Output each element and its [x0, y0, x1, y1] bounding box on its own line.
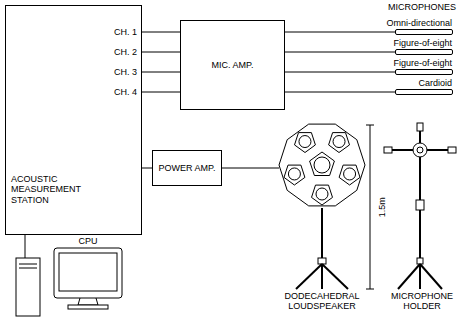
line-art	[417, 123, 423, 131]
line-art	[299, 136, 311, 148]
line-art	[366, 125, 374, 126]
line-art	[321, 264, 323, 289]
line-art	[417, 147, 423, 153]
line-art	[78, 298, 98, 305]
channel-label: CH. 4	[114, 87, 137, 97]
line-art	[370, 125, 371, 289]
box-label: POWER AMP.	[159, 163, 216, 173]
line-art	[419, 264, 421, 289]
line-art	[322, 264, 348, 289]
microphone-label: Figure-of-eight	[393, 38, 452, 48]
microphone-body: Figure-of-eight	[395, 49, 453, 55]
line-art	[416, 200, 424, 210]
line-art	[448, 147, 456, 153]
microphone-body: Omni-directional	[395, 29, 453, 35]
line-art	[398, 264, 420, 289]
line-art	[344, 168, 356, 180]
line-art	[420, 264, 442, 289]
mic-amp-box: MIC. AMP.	[180, 20, 285, 110]
signal-wire	[142, 32, 180, 33]
signal-wire	[285, 92, 395, 93]
holder-label: MICROPHONE HOLDER	[385, 291, 459, 312]
signal-wire	[142, 92, 180, 93]
line-art	[279, 124, 365, 206]
line-art	[68, 305, 108, 309]
line-art	[413, 143, 427, 157]
channel-label: CH. 3	[114, 67, 137, 77]
signal-wire	[142, 168, 152, 169]
measurement-station: CH. 1 CH. 2 CH. 3 CH. 4 ACOUSTIC MEASUREMENT…	[5, 5, 142, 235]
group-label: MICROPHONES	[388, 2, 466, 12]
line-art	[25, 235, 26, 258]
line-art	[296, 264, 322, 289]
line-art	[333, 136, 345, 148]
line-art	[384, 147, 392, 153]
signal-wire	[285, 52, 395, 53]
line-art	[318, 258, 326, 264]
line-art	[288, 168, 300, 180]
line-art	[222, 168, 279, 169]
line-art	[59, 253, 117, 291]
line-art	[366, 289, 374, 290]
line-art	[321, 208, 323, 262]
signal-wire	[142, 52, 180, 53]
microphone-body: Cardioid	[395, 89, 453, 95]
power-amp-box: POWER AMP.	[152, 150, 222, 186]
loudspeaker-label: DODECAHEDRAL LOUDSPEAKER	[280, 291, 364, 312]
line-art	[19, 264, 37, 265]
channel-label: CH. 1	[114, 27, 137, 37]
computer-label: CPU	[68, 236, 108, 246]
line-art	[16, 258, 40, 316]
line-art	[339, 165, 360, 185]
signal-wire	[285, 32, 395, 33]
box-label: MIC. AMP.	[212, 60, 254, 70]
line-art	[279, 124, 365, 206]
signal-wire	[142, 72, 180, 73]
line-art	[312, 185, 333, 205]
line-art	[329, 133, 350, 153]
dimension-label: 1.5m	[377, 192, 387, 222]
line-art	[316, 188, 328, 200]
line-art	[314, 157, 330, 173]
line-art	[295, 133, 316, 153]
station-label: ACOUSTIC MEASUREMENT STATION	[11, 174, 96, 205]
microphone-label: Cardioid	[418, 78, 452, 88]
line-art	[222, 168, 279, 169]
line-art	[284, 165, 305, 185]
signal-wire	[285, 72, 395, 73]
microphone-label: Figure-of-eight	[393, 58, 452, 68]
line-art	[310, 152, 335, 176]
channel-label: CH. 2	[114, 47, 137, 57]
line-art	[19, 268, 37, 269]
microphone-body: Figure-of-eight	[395, 69, 453, 75]
line-art	[54, 248, 122, 298]
microphone-label: Omni-directional	[386, 18, 452, 28]
line-art	[417, 258, 423, 264]
